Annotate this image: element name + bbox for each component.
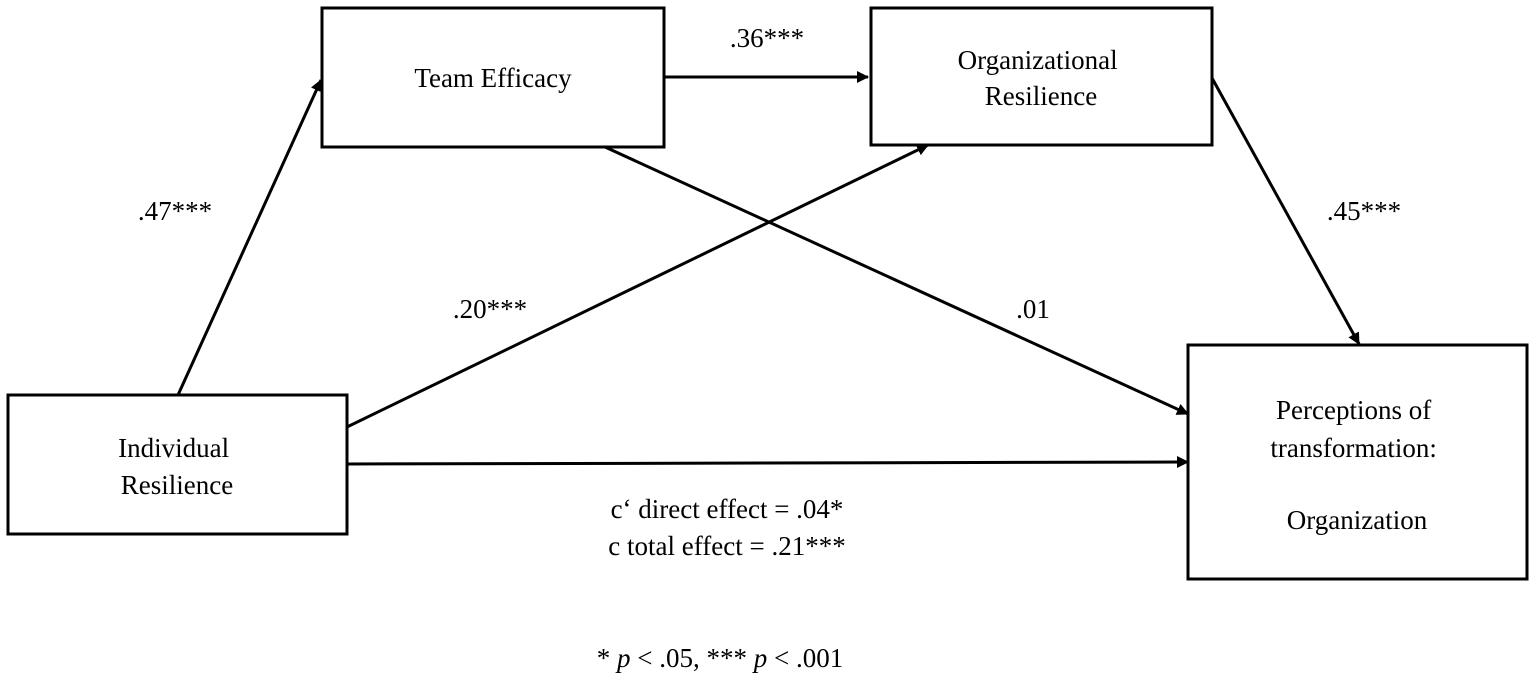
arrow-organizational-to-perceptions (1210, 77, 1361, 345)
arrow-individual-to-team (176, 79, 323, 396)
individual-resilience-label: Individual Resilience (118, 433, 236, 500)
coef-individual-to-organizational: .20*** (453, 294, 527, 324)
coef-team-to-perceptions: .01 (1016, 294, 1050, 324)
coef-team-to-organizational: .36*** (730, 23, 804, 53)
individual-resilience-box (6, 393, 349, 536)
coef-individual-to-team: .47*** (138, 196, 212, 226)
perceptions-label: Perceptions of transformation: Organizat… (1270, 395, 1443, 535)
organizational-resilience-box (869, 6, 1214, 147)
total-effect-label: c total effect = .21*** (608, 531, 845, 561)
team-efficacy-label: Team Efficacy (414, 63, 572, 93)
coef-organizational-to-perceptions: .45*** (1327, 196, 1401, 226)
team-efficacy-box (320, 6, 666, 149)
perceptions-box (1186, 343, 1529, 581)
arrow-individual-to-perceptions (346, 456, 1189, 469)
arrow-team-to-perceptions (604, 145, 1189, 416)
arrow-individual-to-organizational (346, 143, 929, 429)
direct-effect-label: c‘ direct effect = .04* (611, 494, 844, 524)
significance-note: * p < .05, *** p < .001 (597, 643, 843, 673)
organizational-resilience-label: Organizational Resilience (958, 45, 1125, 111)
